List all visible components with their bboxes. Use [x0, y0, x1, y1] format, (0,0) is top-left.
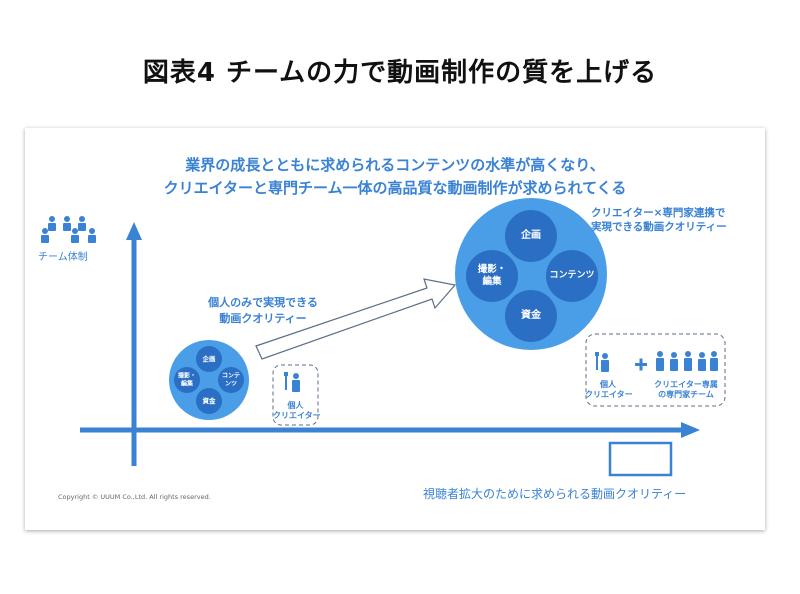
- large-node-planning: 企画: [521, 229, 541, 241]
- y-axis-label: チーム体制: [38, 252, 88, 263]
- individual-label-2: クリエイター: [273, 410, 321, 420]
- small-node-planning: 企画: [202, 354, 216, 363]
- small-cluster-caption-2: 動画クオリティー: [219, 312, 307, 325]
- small-node-content: コンテ ンツ: [221, 372, 241, 388]
- placeholder-box: [608, 441, 673, 477]
- small-cluster-caption-1: 個人のみで実現できる: [208, 296, 318, 309]
- small-node-shooting: 撮影・ 編集: [177, 372, 197, 388]
- growth-arrow: [255, 278, 457, 360]
- headline-line-1: 業界の成長とともに求められるコンテンツの水準が高くなり、: [185, 156, 605, 174]
- individual-creator-box: [272, 364, 319, 426]
- copyright: Copyright © UUUM Co.,Ltd. All rights res…: [58, 493, 211, 501]
- team-creator-icon: [595, 352, 609, 372]
- small-node-funding: 資金: [202, 396, 216, 405]
- large-cluster-caption-1: クリエイター×専門家連携で: [591, 207, 726, 219]
- headline-line-2: クリエイターと専門チーム一体の高品質な動画制作が求められてくる: [163, 179, 627, 197]
- y-axis-arrowhead: [126, 222, 142, 240]
- large-node-funding: 資金: [521, 309, 541, 321]
- team-experts-label-1: クリエイター専属: [654, 380, 718, 389]
- team-icon: [41, 216, 96, 243]
- team-creator-label-1: 個人: [600, 380, 616, 389]
- experts-icon: [656, 351, 718, 371]
- large-cluster-caption-2: 実現できる動画クオリティー: [591, 221, 727, 233]
- diagram-canvas: [41, 198, 726, 477]
- slide: 業界の成長とともに求められるコンテンツの水準が高くなり、 クリエイターと専門チー…: [25, 128, 765, 530]
- individual-label-1: 個人: [287, 401, 304, 410]
- x-axis-arrowhead: [681, 422, 700, 438]
- team-box: [585, 333, 726, 407]
- team-experts-label-2: の専門家チーム: [658, 389, 714, 399]
- plus-icon: [635, 358, 647, 371]
- large-node-shooting: 撮影・ 編集: [477, 264, 507, 287]
- page-title: 図表4 チームの力で動画制作の質を上げる: [142, 58, 658, 88]
- team-creator-label-2: クリエイター: [585, 389, 633, 399]
- x-axis-label: 視聴者拡大のために求められる動画クオリティー: [423, 487, 687, 501]
- small-cluster: [169, 340, 249, 420]
- creator-icon: [284, 372, 300, 392]
- large-cluster: [455, 198, 607, 350]
- large-node-content: コンテンツ: [549, 270, 595, 281]
